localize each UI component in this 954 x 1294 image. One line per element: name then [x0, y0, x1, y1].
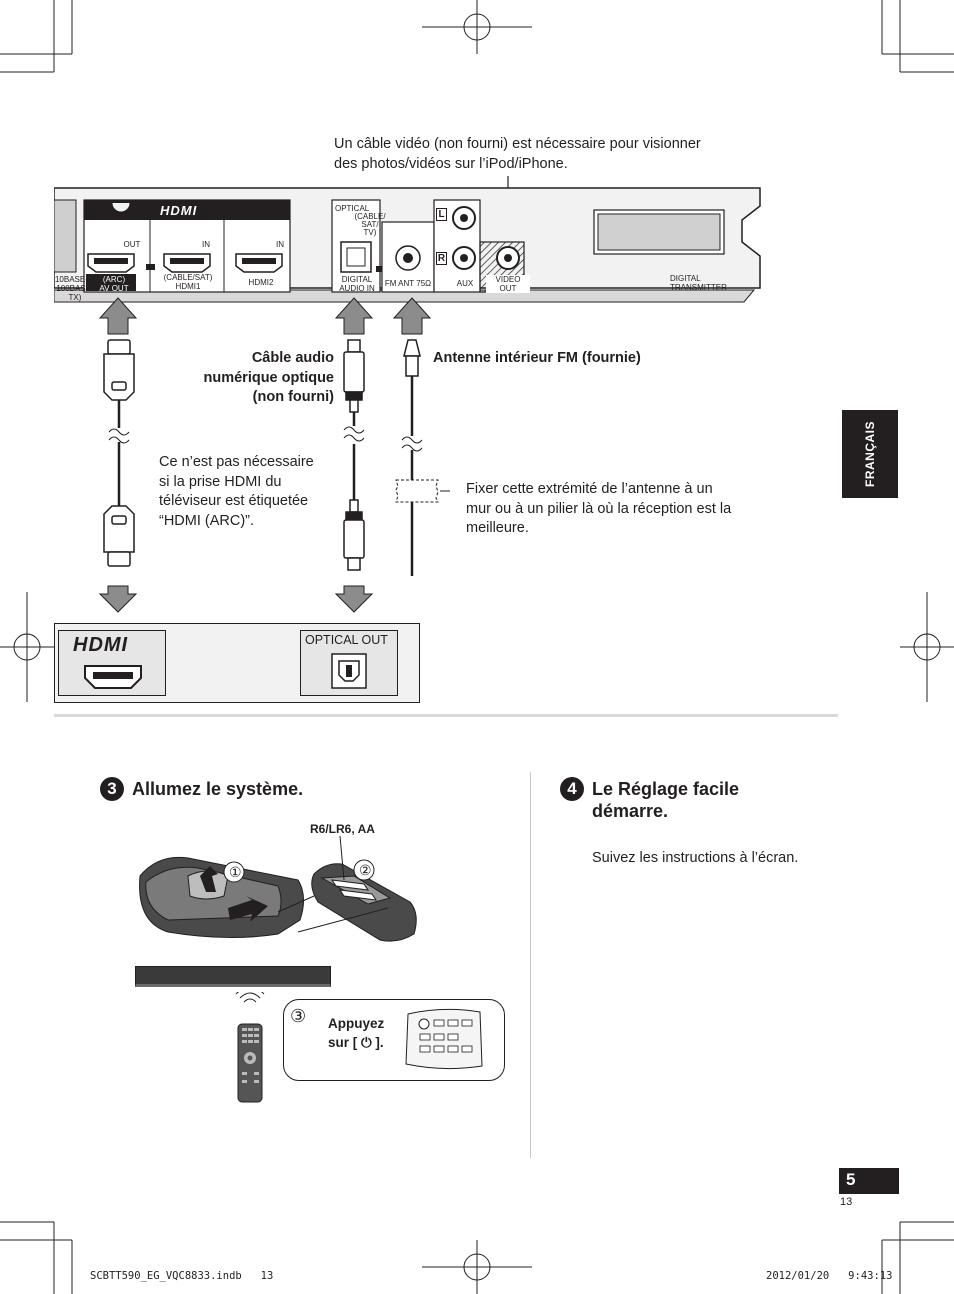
arc-av-out-label: (ARC) AV OUT [99, 275, 129, 293]
tv-optical-socket-icon [331, 653, 367, 689]
step3-sub3-marker: ③ [290, 1006, 307, 1026]
aux-right-marker: R [436, 252, 447, 265]
page-sub-number: 13 [840, 1196, 853, 1208]
press-power-label: Appuyez sur [ ⏻ ]. [328, 1016, 385, 1050]
language-side-tab-label: FRANÇAIS [863, 421, 877, 487]
hdmi-out-label: OUT [123, 240, 141, 249]
step3-sub2-marker: ② [359, 862, 372, 878]
remote-top-buttons-icon [405, 1008, 483, 1070]
step4-number: 4 [560, 777, 584, 801]
video-cable-note: Un câble vidéo (non fourni) est nécessai… [334, 136, 701, 172]
aux-label: AUX [456, 279, 474, 288]
fm-ant-label: FM ANT 75Ω [384, 279, 432, 288]
page-number: 5 [846, 1170, 856, 1189]
step4-instruction: Suivez les instructions à l’écran. [592, 850, 799, 866]
steps-divider [530, 772, 531, 1158]
tv-optical-out-label: OPTICAL OUT [305, 633, 388, 647]
aux-left-marker: L [436, 208, 447, 221]
optical-label: OPTICAL (CABLE/ SAT/ TV) [335, 204, 386, 237]
antenna-fix-note: Fixer cette extrémité de l’antenne à un … [466, 481, 732, 536]
optical-cable-label: Câble audio numérique optique (non fourn… [203, 350, 335, 405]
device-rear-panel [54, 176, 761, 303]
digital-transmitter-label: DIGITAL TRANSMITTER [670, 274, 727, 292]
video-out-label: VIDEO OUT [486, 275, 530, 293]
press-power-callout: ③ Appuyez sur [ ⏻ ]. [283, 999, 505, 1081]
soundbar [135, 966, 331, 987]
step3-title: Allumez le système. [132, 779, 304, 799]
cable-sat-hdmi1-label: (CABLE/SAT) HDMI1 [163, 273, 213, 291]
fm-antenna-label: Antenne intérieur FM (fournie) [433, 350, 641, 366]
tv-hdmi-logo: HDMI [73, 634, 129, 656]
digital-audio-in-label: DIGITAL AUDIO IN [339, 275, 375, 293]
step3-number: 3 [100, 777, 124, 801]
step4-title: Le Réglage facile démarre. [592, 779, 740, 821]
page-number-box: 5 [839, 1168, 899, 1194]
lan-port-label: 10BASE-T/ 100BASE-TX) [54, 275, 95, 302]
remote-battery-illustration: ① ② [139, 836, 417, 942]
section-divider [54, 714, 838, 717]
hdmi2-label: HDMI2 [248, 278, 274, 287]
hdmi2-in-label: IN [276, 240, 284, 249]
cables-diagram [98, 297, 450, 613]
footer-file: SCBTT590_EG_VQC8833.indb 13 [90, 1270, 274, 1282]
battery-label: R6/LR6, AA [310, 822, 375, 836]
hdmi1-in-label: IN [202, 240, 210, 249]
remote-control-front [235, 992, 265, 1103]
tv-hdmi-socket-box: HDMI [58, 630, 166, 696]
tv-panel: HDMI OPTICAL OUT [54, 623, 420, 703]
footer-timestamp: 2012/01/20 9:43:13 [766, 1270, 893, 1282]
language-side-tab: FRANÇAIS [842, 410, 898, 498]
step3-sub1-marker: ① [229, 864, 242, 880]
tv-hdmi-socket-icon [84, 665, 142, 689]
tv-optical-box: OPTICAL OUT [300, 630, 398, 696]
device-hdmi-logo: HDMI [160, 203, 198, 218]
hdmi-arc-note: Ce n’est pas nécessaire si la prise HDMI… [159, 454, 314, 529]
